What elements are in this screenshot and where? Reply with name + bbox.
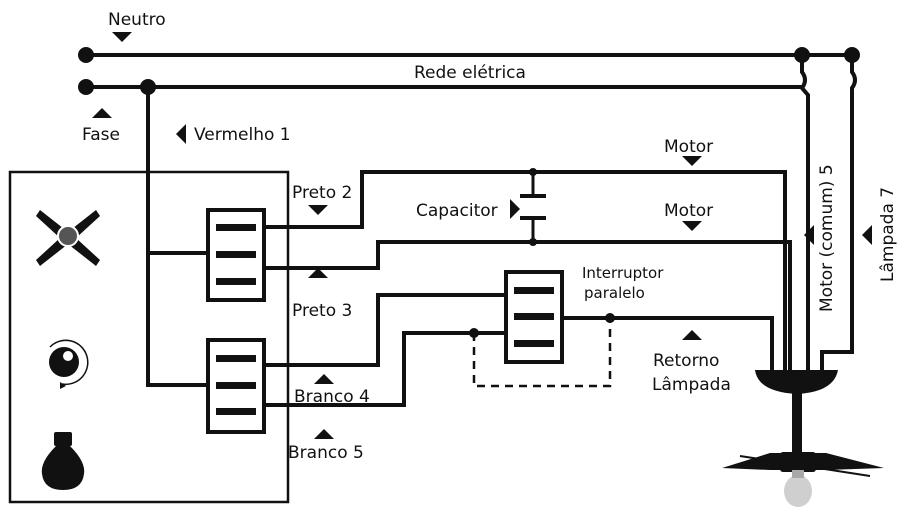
arrow-retorno bbox=[682, 330, 702, 340]
label-capacitor: Capacitor bbox=[416, 201, 498, 221]
white-wire-5 bbox=[262, 331, 508, 407]
phase-terminal bbox=[78, 79, 94, 95]
label-paralelo: paralelo bbox=[584, 284, 645, 302]
arrow-lampada7 bbox=[862, 225, 872, 245]
lamp-bulb-icon bbox=[41, 432, 85, 490]
label-branco4: Branco 4 bbox=[294, 387, 370, 407]
arrow-preto2 bbox=[308, 205, 328, 215]
parallel-switch-contact bbox=[514, 340, 554, 347]
label-branco5: Branco 5 bbox=[288, 443, 364, 463]
black-wire-2 bbox=[262, 170, 787, 370]
arrow-neutro bbox=[112, 32, 132, 42]
label-motor-comum: Motor (comum) 5 bbox=[817, 164, 837, 312]
label-fase: Fase bbox=[82, 125, 120, 145]
lamp-return-wire bbox=[560, 316, 774, 370]
control-panel bbox=[8, 170, 290, 504]
arrow-motor-comum bbox=[804, 225, 814, 245]
switch-block-2-contact bbox=[216, 408, 256, 415]
label-neutro: Neutro bbox=[108, 10, 166, 30]
black-wire-3b bbox=[773, 240, 792, 370]
arrow-capacitor bbox=[510, 199, 520, 219]
neutral-terminal bbox=[78, 47, 94, 63]
parallel-switch-contact bbox=[514, 287, 554, 294]
red-wire-1 bbox=[146, 85, 212, 255]
label-motor-mid: Motor bbox=[664, 201, 713, 221]
fan-icon bbox=[36, 210, 100, 266]
label-interruptor: Interruptor bbox=[582, 264, 664, 282]
label-lampada7: Lâmpada 7 bbox=[878, 187, 898, 282]
parallel-switch-contact bbox=[514, 313, 554, 320]
ceiling-fan-icon bbox=[722, 370, 884, 507]
arrow-branco4 bbox=[314, 374, 334, 384]
lamp-wire bbox=[820, 53, 857, 372]
label-motor-top: Motor bbox=[664, 137, 713, 157]
label-retorno-lampada: Lâmpada bbox=[652, 375, 731, 395]
red-wire-1b bbox=[146, 251, 212, 387]
arrow-vermelho1 bbox=[176, 124, 186, 144]
switch-block-1-contact bbox=[216, 224, 256, 231]
arrow-motor-top bbox=[682, 156, 702, 166]
white-wire-4 bbox=[262, 293, 508, 367]
speed-knob-icon bbox=[49, 339, 89, 389]
label-preto3: Preto 3 bbox=[292, 301, 352, 321]
arrow-preto3 bbox=[308, 268, 328, 278]
motor-common-wire bbox=[799, 53, 810, 372]
switch-block-2-contact bbox=[216, 382, 256, 389]
switch-block-1-contact bbox=[216, 251, 256, 258]
label-vermelho1: Vermelho 1 bbox=[194, 125, 291, 145]
switch-block-1-contact bbox=[216, 278, 256, 285]
arrow-fase bbox=[92, 108, 112, 118]
label-rede: Rede elétrica bbox=[414, 63, 526, 83]
label-retorno: Retorno bbox=[653, 351, 719, 371]
label-preto2: Preto 2 bbox=[292, 183, 352, 203]
switch-block-2-contact bbox=[216, 355, 256, 362]
arrow-branco5 bbox=[314, 429, 334, 439]
arrow-motor-mid bbox=[682, 221, 702, 231]
black-wire-3 bbox=[262, 240, 777, 270]
